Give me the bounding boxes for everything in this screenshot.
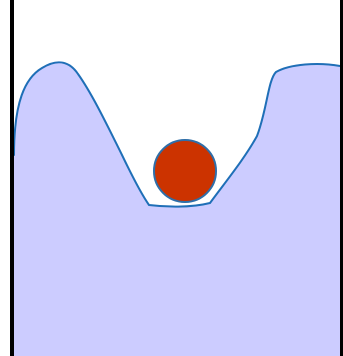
terrain-fill <box>14 62 340 356</box>
ball <box>153 139 217 203</box>
terrain-outline <box>13 61 341 208</box>
